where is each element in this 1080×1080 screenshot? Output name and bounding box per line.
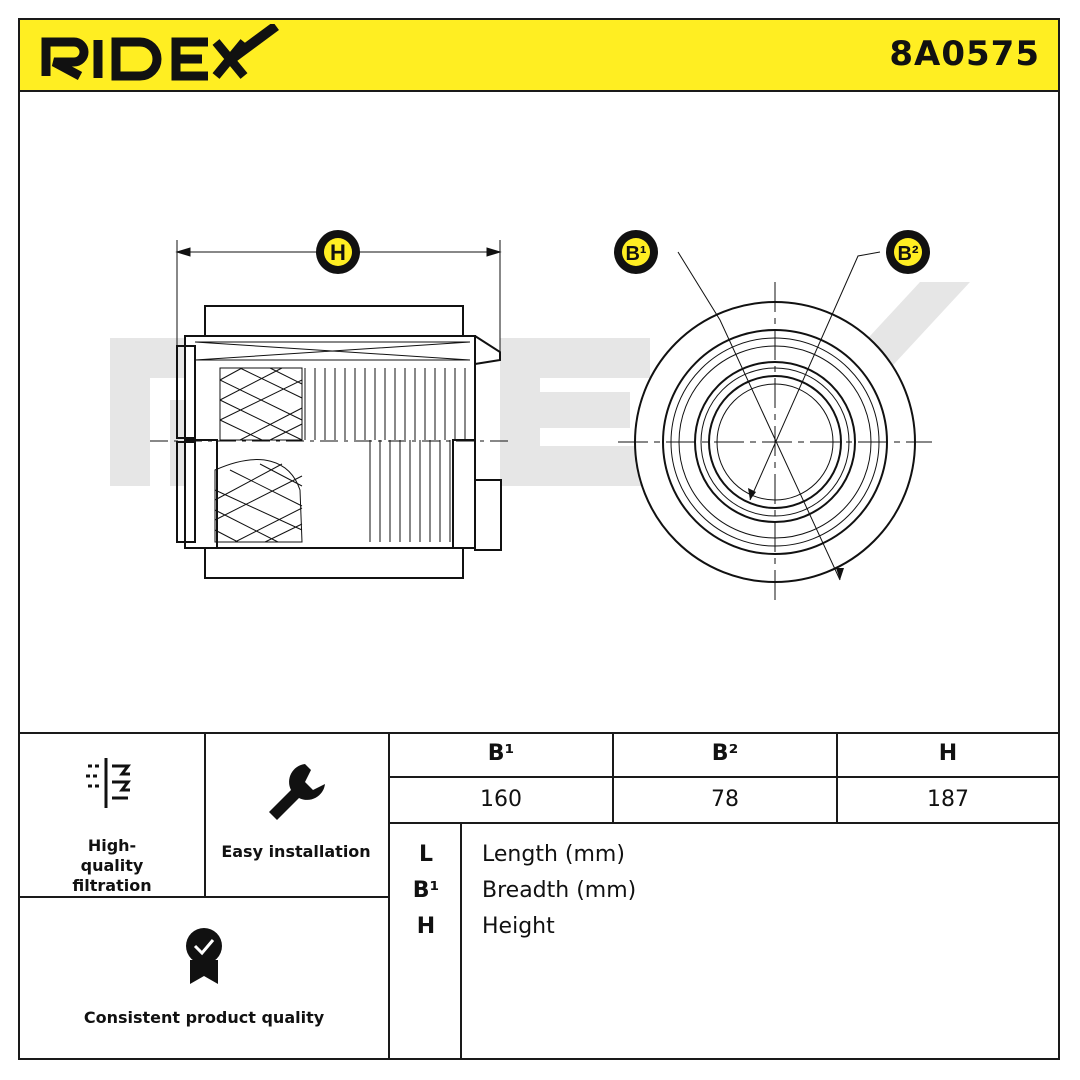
datasheet-frame: 8A0575 [18, 18, 1060, 1060]
legend-desc-b1: Breadth (mm) [482, 878, 637, 903]
technical-drawing: H B¹ B² [110, 230, 970, 600]
filter-side-view [150, 305, 508, 579]
dim-value-h: 187 [927, 787, 969, 812]
legend: L Length (mm) B¹ Breadth (mm) H Height [390, 840, 1058, 950]
dim-value-b1: 160 [480, 787, 522, 812]
ridex-logo [41, 24, 279, 81]
spec-table: High-quality filtration Easy installatio… [20, 732, 1058, 1060]
breadth-1-marker: B¹ [614, 230, 658, 274]
filter-front-view [618, 251, 932, 600]
legend-code-b1: B¹ [412, 878, 440, 903]
legend-desc-h: Height [482, 914, 555, 939]
dim-header-b1: B¹ [487, 741, 515, 766]
quality-badge-icon [186, 928, 222, 984]
dim-header-b2: B² [711, 741, 739, 766]
breadth-2-marker: B² [886, 230, 930, 274]
part-number: 8A0575 [889, 34, 1040, 74]
feature-easy-installation: Easy installation [204, 732, 388, 896]
feature-filtration: High-quality filtration [20, 732, 204, 896]
dim-value-b2: 78 [711, 787, 739, 812]
header-bar: 8A0575 [20, 20, 1058, 92]
wrench-icon [269, 764, 325, 820]
height-marker: H [316, 230, 360, 274]
filtration-icon [86, 758, 131, 808]
svg-text:B²: B² [897, 243, 918, 265]
dim-header-h: H [938, 741, 958, 766]
svg-text:B¹: B¹ [625, 243, 646, 265]
feature-consistent-quality: Consistent product quality [20, 896, 388, 1060]
svg-text:H: H [330, 240, 346, 265]
legend-desc-l: Length (mm) [482, 842, 625, 867]
legend-code-h: H [416, 914, 436, 939]
legend-code-l: L [418, 842, 434, 867]
